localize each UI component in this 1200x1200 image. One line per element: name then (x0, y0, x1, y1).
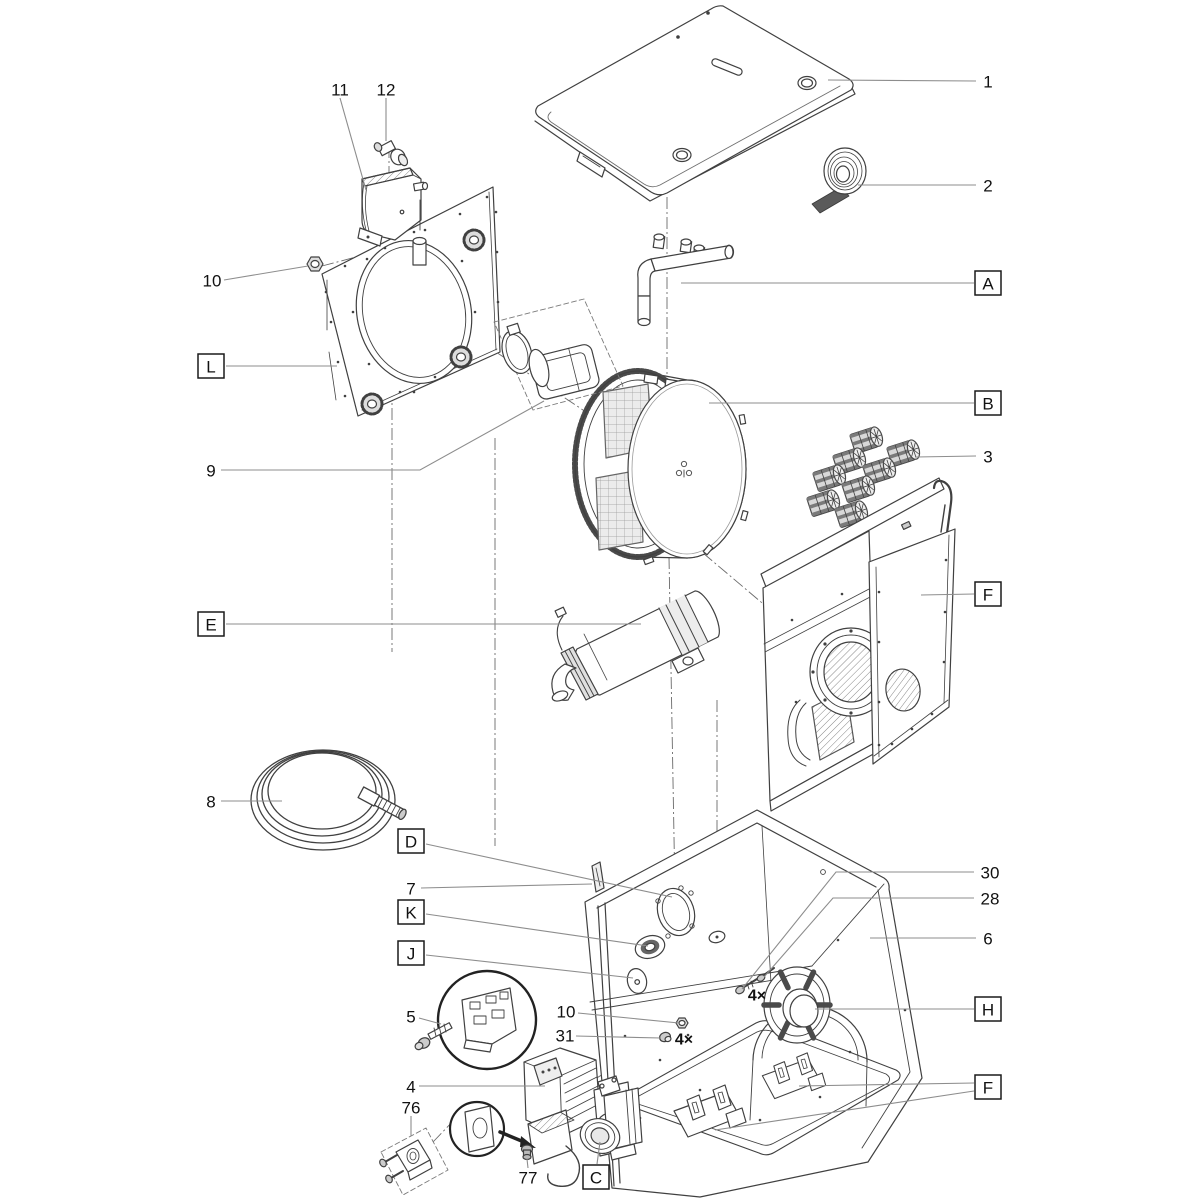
callout-label-F: F (983, 1079, 993, 1098)
part-coupling-9 (493, 298, 624, 411)
part-lid (534, 5, 856, 202)
callout-box-K (397, 899, 425, 925)
part-pipe-A (637, 233, 735, 327)
callout-label-9: 9 (206, 462, 215, 481)
callout-label-K: K (405, 904, 417, 923)
callout-label-77: 77 (519, 1169, 538, 1188)
part-strip-7 (591, 861, 605, 893)
leader-line-28 (763, 897, 974, 978)
leader-line-1 (827, 79, 977, 82)
part-media-rollers (805, 426, 923, 529)
leader-line-31 (575, 1035, 662, 1039)
leader-line-F (714, 1090, 975, 1131)
callout-label-76: 76 (402, 1099, 421, 1118)
quantity-annotation-1: 4× (675, 1032, 693, 1049)
part-screw-5 (414, 1022, 453, 1051)
leader-line-7 (420, 883, 593, 889)
part-partition-F (760, 477, 956, 812)
callout-label-11: 11 (331, 81, 349, 100)
part-uvc-unit (551, 590, 720, 702)
part-plug-77 (520, 1144, 534, 1161)
part-tank (584, 809, 923, 1198)
part-floor-clip-1 (673, 1084, 747, 1138)
leader-line-F (798, 1082, 975, 1087)
leader-line-10 (577, 1012, 680, 1024)
callout-box-F (974, 1074, 1002, 1100)
callout-label-D: D (405, 833, 417, 852)
part-panel-L (321, 186, 501, 417)
callout-box-C (582, 1164, 610, 1190)
callout-label-10: 10 (203, 272, 222, 291)
quantity-annotation-0: 4× (748, 988, 766, 1005)
part-nut-10-top (306, 256, 324, 272)
callout-label-2: 2 (983, 177, 992, 196)
leader-line-10 (223, 265, 309, 281)
part-mount-76 (379, 1100, 536, 1196)
callout-label-28: 28 (981, 890, 1000, 909)
part-screw-12 (373, 140, 409, 167)
part-controller (523, 1047, 601, 1187)
callout-label-3: 3 (983, 448, 992, 467)
leader-line-5 (418, 1017, 442, 1025)
callout-label-L: L (206, 358, 215, 377)
callout-label-31: 31 (556, 1027, 575, 1046)
callout-label-1: 1 (983, 73, 992, 92)
drum-tabs (643, 413, 749, 566)
leader-line-C (596, 1141, 601, 1165)
part-tape-roll (811, 147, 867, 214)
callout-label-8: 8 (206, 793, 215, 812)
callout-label-5: 5 (406, 1008, 415, 1027)
leader-line-9 (221, 400, 545, 471)
callout-box-B (974, 390, 1002, 416)
leader-line-11 (339, 97, 367, 191)
tank-flange-D (656, 887, 696, 937)
part-drum-filter (572, 368, 749, 566)
callout-label-4: 4 (406, 1078, 415, 1097)
tank-disc-J (626, 968, 648, 994)
drum-center-mark (675, 460, 693, 478)
callout-box-A (974, 270, 1002, 296)
callout-label-J: J (407, 945, 416, 964)
callout-box-E (197, 611, 225, 637)
callout-label-7: 7 (406, 880, 415, 899)
callout-box-H (974, 996, 1002, 1022)
part-motor (357, 167, 429, 247)
leader-line-D (425, 843, 673, 898)
part-outlet-C (579, 1075, 643, 1161)
callout-box-L (197, 353, 225, 379)
part-plug-31 (659, 1031, 672, 1043)
callout-box-J (397, 940, 425, 966)
leader-line-F (920, 593, 975, 596)
callout-label-6: 6 (983, 930, 992, 949)
callout-label-A: A (982, 275, 994, 294)
callout-label-F: F (983, 586, 993, 605)
callout-label-H: H (982, 1001, 994, 1020)
callout-label-12: 12 (377, 81, 396, 100)
callout-label-10: 10 (557, 1003, 576, 1022)
callout-box-F (974, 581, 1002, 607)
part-hose (250, 749, 407, 851)
part-bearing-cover-H (761, 966, 833, 1044)
panel-gear-knobs (360, 228, 486, 416)
leader-line-J (425, 954, 634, 979)
callout-label-30: 30 (981, 864, 1000, 883)
detail-circle-controller-rear (436, 969, 538, 1071)
leader-line-30 (741, 871, 974, 990)
callout-label-E: E (205, 616, 216, 635)
leader-line-77 (526, 1158, 529, 1169)
leader-line-3 (915, 455, 977, 458)
tank-port-K (634, 934, 666, 960)
part-nut-10-bottom (675, 1017, 689, 1029)
callout-box-D (397, 828, 425, 854)
callout-label-C: C (590, 1169, 602, 1188)
leader-line-K (425, 913, 649, 947)
callout-label-B: B (982, 395, 993, 414)
